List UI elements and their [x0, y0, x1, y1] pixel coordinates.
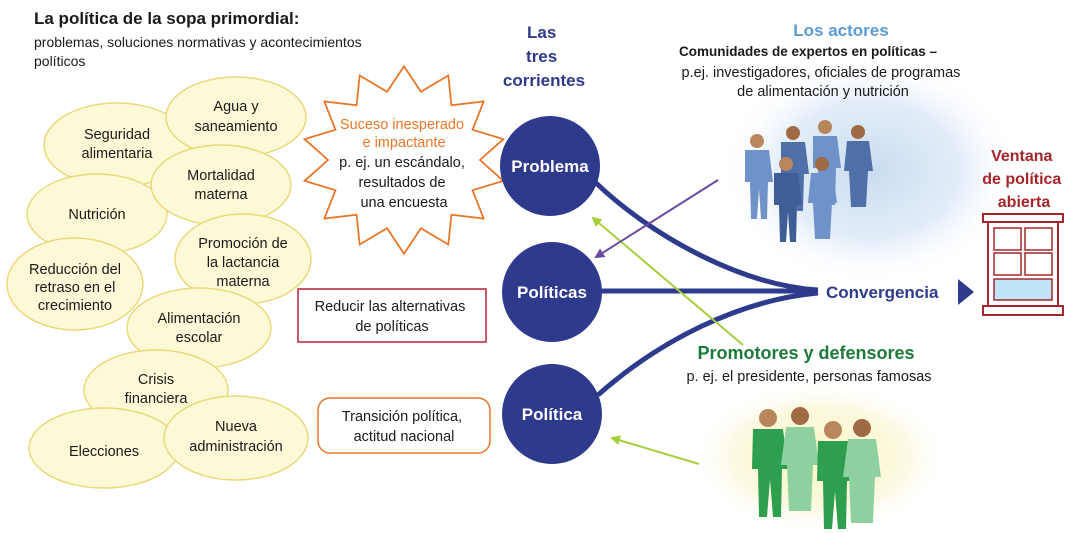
burst-text-line: p. ej. un escándalo,: [339, 155, 465, 171]
svg-text:Nutrición: Nutrición: [68, 207, 125, 223]
svg-text:Elecciones: Elecciones: [69, 444, 139, 460]
actors-title: Los actores: [793, 21, 888, 40]
oval-elecciones: Elecciones: [28, 407, 180, 489]
window-title-line: abierta: [998, 194, 1051, 211]
politics-box-line: actitud nacional: [354, 429, 455, 445]
oval-promocion-lactancia: Promoción de la lactancia materna: [174, 213, 312, 305]
streams-heading-line: tres: [526, 47, 557, 66]
politics-box-line: Transición política,: [342, 409, 462, 425]
open-window-icon: [982, 213, 1064, 316]
svg-text:Reducir las alternativas: Reducir las alternativas de políticas: [315, 299, 470, 335]
oval-line: Nutrición: [68, 207, 125, 223]
person-icon: [843, 419, 881, 523]
oval-line: saneamiento: [194, 119, 277, 135]
burst-highlight-line: Suceso inesperado: [340, 117, 464, 133]
oval-mortalidad-materna: Mortalidad materna: [150, 144, 292, 226]
burst-text-line: una encuesta: [360, 195, 448, 211]
stream-politicas: Políticas: [502, 242, 602, 342]
actors-description: p.ej. investigadores, oficiales de progr…: [682, 65, 965, 100]
promoter-people-group-icon: [752, 407, 881, 529]
oval-alimentacion-escolar: Alimentación escolar: [126, 287, 272, 369]
streams-heading-line: Las: [527, 23, 556, 42]
actors-to-policies-arrow: [594, 179, 719, 259]
svg-text:p. ej. un escándalo, res: p. ej. un escándalo, resultados de una e…: [339, 155, 469, 211]
svg-text:Suceso inesperado e impa: Suceso inesperado e impactante: [340, 117, 468, 151]
oval-cluster: Seguridad alimentaria Nutrición Reducción…: [6, 76, 312, 489]
oval-line: la lactancia: [207, 255, 280, 271]
oval-line: escolar: [176, 330, 223, 346]
stream-label: Política: [522, 405, 583, 424]
person-icon: [817, 421, 853, 529]
window-title-line: Ventana: [991, 148, 1052, 165]
streams-heading-line: corrientes: [503, 71, 585, 90]
oval-line: retraso en el: [35, 280, 116, 296]
policies-box-line: Reducir las alternativas: [315, 299, 466, 315]
oval-line: Alimentación: [157, 311, 240, 327]
oval-line: Nueva: [215, 419, 258, 435]
stream-label: Problema: [511, 157, 589, 176]
stream-lines: [593, 180, 819, 397]
expert-people-group-icon: [745, 120, 873, 242]
oval-line: crecimiento: [38, 298, 112, 314]
promoters-to-problem-arrow: [591, 216, 744, 346]
promoters-description: p. ej. el presidente, personas famosas: [686, 369, 931, 385]
shock-event-burst: Suceso inesperado e impactante p. ej. un…: [302, 64, 506, 256]
policies-box-line: de políticas: [355, 319, 428, 335]
stream-politica: Política: [502, 364, 602, 464]
person-icon: [844, 125, 873, 207]
actors-subtitle: Comunidades de expertos en políticas –: [679, 44, 938, 59]
oval-line: Agua y: [213, 99, 259, 115]
oval-line: administración: [189, 439, 283, 455]
politics-box: Transición política, actitud nacional: [317, 397, 491, 454]
streams-heading: Las tres corrientes: [503, 23, 585, 90]
person-icon: [774, 157, 802, 242]
burst-text-line: resultados de: [358, 175, 445, 191]
promoters-to-politics-arrow: [610, 435, 700, 465]
window-title: Ventana de política abierta: [982, 148, 1066, 211]
actors-description-line: p.ej. investigadores, oficiales de progr…: [682, 65, 961, 81]
oval-line: Crisis: [138, 372, 174, 388]
stream-problema: Problema: [500, 116, 600, 216]
promoters-title: Promotores y defensores: [697, 343, 914, 363]
burst-highlight-line: e impactante: [362, 135, 445, 151]
oval-line: financiera: [125, 391, 189, 407]
person-icon: [781, 407, 819, 511]
person-icon: [745, 134, 773, 219]
oval-line: alimentaria: [82, 146, 154, 162]
svg-text:Transición política, act: Transición política, actitud nacional: [342, 409, 466, 445]
problem-stream-line: [593, 180, 819, 293]
politics-stream-line: [596, 290, 819, 397]
oval-nueva-administracion: Nueva administración: [163, 395, 309, 481]
person-icon: [808, 157, 837, 239]
oval-line: Reducción del: [29, 262, 121, 278]
oval-line: Seguridad: [84, 127, 150, 143]
page-title: La política de la sopa primordial:: [34, 9, 300, 28]
oval-line: materna: [216, 274, 270, 290]
oval-line: materna: [194, 187, 248, 203]
oval-line: Mortalidad: [187, 168, 255, 184]
convergence-label: Convergencia: [826, 283, 939, 302]
oval-reduccion-retraso: Reducción del retraso en el crecimiento: [6, 237, 144, 331]
oval-agua-saneamiento: Agua y saneamiento: [165, 76, 307, 158]
person-icon: [752, 409, 788, 517]
policies-box: Reducir las alternativas de políticas: [297, 288, 487, 343]
stream-label: Políticas: [517, 283, 587, 302]
oval-line: Promoción de: [198, 236, 287, 252]
window-title-line: de política: [982, 171, 1061, 188]
convergence-arrowhead: [958, 279, 974, 305]
oval-line: Elecciones: [69, 444, 139, 460]
page-subtitle: problemas, soluciones normativas y acont…: [34, 34, 362, 69]
actors-description-line: de alimentación y nutrición: [737, 84, 909, 100]
